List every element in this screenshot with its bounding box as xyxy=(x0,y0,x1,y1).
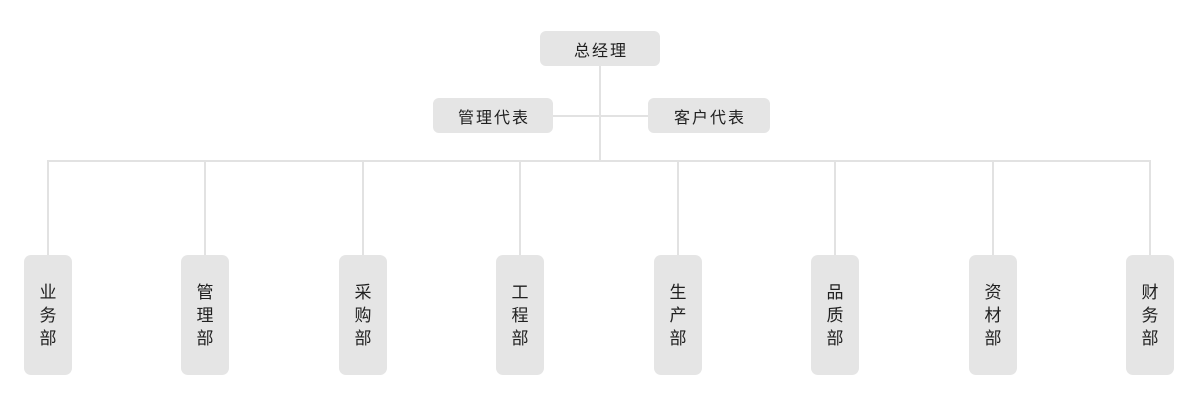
connector-departments-bus xyxy=(47,160,1151,162)
connector-drop-line xyxy=(834,162,836,255)
org-node-department-management: 管理部 xyxy=(181,255,229,375)
connector-drop-line xyxy=(519,162,521,255)
org-node-department-engineering: 工程部 xyxy=(496,255,544,375)
department-label: 品质部 xyxy=(826,282,844,348)
connector-drop-line xyxy=(204,162,206,255)
department-label: 工程部 xyxy=(511,282,529,348)
connector-drop-line xyxy=(1149,162,1151,255)
org-node-management-representative: 管理代表 xyxy=(433,98,553,133)
department-label: 采购部 xyxy=(354,282,372,348)
org-node-department-finance: 财务部 xyxy=(1126,255,1174,375)
connector-drop-line xyxy=(677,162,679,255)
org-node-department-business: 业务部 xyxy=(24,255,72,375)
org-node-customer-representative: 客户代表 xyxy=(648,98,770,133)
org-node-general-manager: 总经理 xyxy=(540,31,660,66)
connector-drop-line xyxy=(362,162,364,255)
department-label: 生产部 xyxy=(669,282,687,348)
org-node-department-purchasing: 采购部 xyxy=(339,255,387,375)
connector-representatives-line xyxy=(553,115,648,117)
department-label: 资材部 xyxy=(984,282,1002,348)
department-label: 业务部 xyxy=(39,282,57,348)
connector-drop-line xyxy=(47,162,49,255)
org-node-department-materials: 资材部 xyxy=(969,255,1017,375)
org-node-department-production: 生产部 xyxy=(654,255,702,375)
connector-trunk-line xyxy=(599,66,601,162)
department-label: 财务部 xyxy=(1141,282,1159,348)
department-label: 管理部 xyxy=(196,282,214,348)
connector-drop-line xyxy=(992,162,994,255)
org-node-department-quality: 品质部 xyxy=(811,255,859,375)
